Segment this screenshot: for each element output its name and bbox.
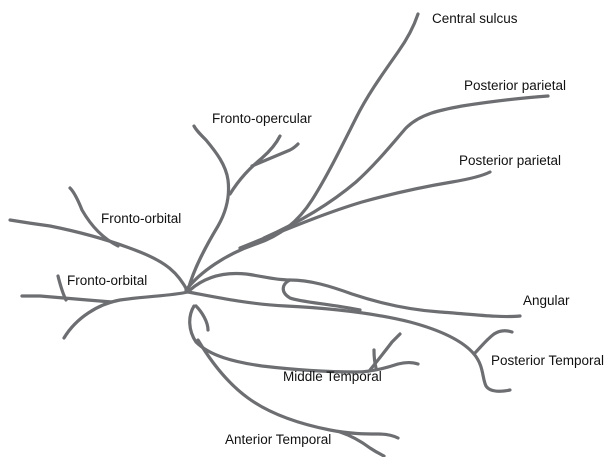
label-fronto-opercular: Fronto-opercular xyxy=(212,112,312,126)
label-posterior-temporal: Posterior Temporal xyxy=(491,354,604,368)
label-angular: Angular xyxy=(523,294,570,308)
middle-temporal-root-loop xyxy=(196,306,208,330)
anterior-temporal-twig xyxy=(340,432,384,456)
label-posterior-parietal-lower: Posterior parietal xyxy=(459,154,561,168)
label-fronto-orbital-upper: Fronto-orbital xyxy=(101,212,181,226)
anterior-temporal-branch xyxy=(198,340,398,438)
posterior-temporal-twig xyxy=(474,331,512,354)
label-central-sulcus: Central sulcus xyxy=(432,12,518,26)
label-middle-temporal: Middle Temporal xyxy=(283,370,382,384)
label-anterior-temporal: Anterior Temporal xyxy=(225,433,331,447)
fronto-opercular-twig-b xyxy=(252,144,298,166)
middle-temporal-stub xyxy=(374,350,376,368)
label-posterior-parietal-upper: Posterior parietal xyxy=(464,79,566,93)
posterior-parietal-lower-branch xyxy=(240,172,490,248)
label-fronto-orbital-lower: Fronto-orbital xyxy=(67,274,147,288)
fronto-opercular-branch xyxy=(188,126,229,290)
